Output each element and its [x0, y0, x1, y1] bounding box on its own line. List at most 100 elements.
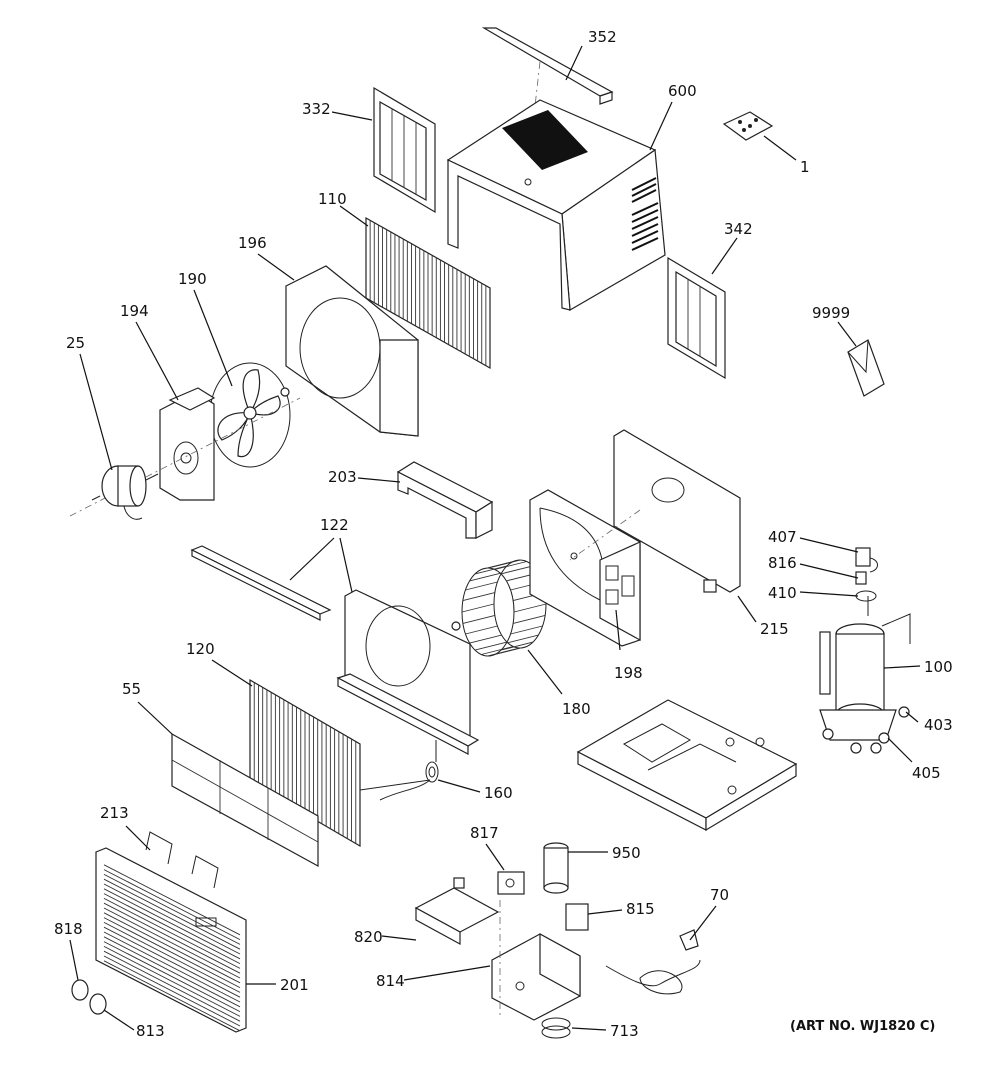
- blower-vane: [465, 581, 498, 591]
- part-817-switch: [497, 871, 525, 895]
- blower-vane: [506, 634, 539, 644]
- part-820-bracket: [414, 877, 500, 946]
- grille-louvre: [103, 883, 241, 955]
- part-203-deflector: [396, 461, 494, 539]
- callout-342: 342: [724, 220, 753, 238]
- callout-817: 817: [470, 824, 499, 842]
- callout-110: 110: [318, 190, 347, 208]
- callout-215: 215: [760, 620, 789, 638]
- part-342-side-panel: [667, 256, 726, 380]
- callout-25: 25: [66, 334, 85, 352]
- grille-louvre: [103, 912, 241, 984]
- part-160-capillary-tube: [379, 740, 439, 801]
- callout-407: 407: [768, 528, 797, 546]
- grille-louvre: [103, 926, 241, 998]
- part-815-relay: [565, 903, 589, 931]
- part-600-cabinet: [446, 99, 666, 311]
- callout-122: 122: [320, 516, 349, 534]
- callout-818: 818: [54, 920, 83, 938]
- callout-9999: 9999: [812, 304, 850, 322]
- callout-55: 55: [122, 680, 141, 698]
- part-410-gasket: [855, 590, 877, 602]
- callout-100: 100: [924, 658, 953, 676]
- blower-vane: [465, 625, 498, 635]
- part-201-front-grille: [95, 847, 247, 1033]
- grille-louvre: [103, 917, 241, 989]
- callout-201: 201: [280, 976, 309, 994]
- callout-196: 196: [238, 234, 267, 252]
- blower-vane: [474, 565, 508, 575]
- callout-180: 180: [562, 700, 591, 718]
- callout-332: 332: [302, 100, 331, 118]
- part-120-evaporator-coil: [249, 678, 431, 848]
- part-100-compressor: [819, 596, 911, 754]
- callout-203: 203: [328, 468, 357, 486]
- blower-vane: [487, 647, 521, 657]
- grille-louvre: [103, 888, 241, 960]
- blower-vane: [513, 603, 547, 613]
- grille-louvre: [103, 878, 241, 950]
- grille-louvre: [103, 950, 241, 1022]
- callout-950: 950: [612, 844, 641, 862]
- part-1-control-board: [722, 111, 774, 141]
- blower-vane: [500, 641, 534, 651]
- callout-198: 198: [614, 664, 643, 682]
- part-405-grommet: [870, 742, 882, 754]
- art-number: (ART NO. WJ1820 C): [790, 1019, 935, 1034]
- part-9999-literature: [847, 339, 885, 397]
- part-950-capacitor: [543, 842, 569, 894]
- callout-405: 405: [912, 764, 941, 782]
- blower-vane: [469, 572, 502, 582]
- part-198-blower-scroll: [529, 489, 641, 647]
- blower-vane: [510, 625, 543, 635]
- part-332-side-panel: [373, 86, 436, 214]
- callout-352: 352: [588, 28, 617, 46]
- callout-815: 815: [626, 900, 655, 918]
- callout-120: 120: [186, 640, 215, 658]
- callout-600: 600: [668, 82, 697, 100]
- part-25-fan-motor: [69, 397, 301, 520]
- part-122-base-rail: [190, 545, 332, 621]
- grille-louvre: [103, 945, 241, 1017]
- callout-70: 70: [710, 886, 729, 904]
- callout-labels: 352 600 332 1 110 196 342 190 194 9999 2…: [54, 28, 953, 1040]
- grille-louvre: [103, 873, 241, 945]
- part-190-fan-blade: [209, 362, 291, 468]
- part-213-clips: [145, 831, 219, 889]
- grille-louvre: [103, 931, 241, 1003]
- blower-vane: [487, 559, 521, 569]
- blower-vane: [469, 634, 502, 644]
- callout-713: 713: [610, 1022, 639, 1040]
- blower-vane: [500, 565, 534, 575]
- base-pan: [576, 699, 798, 832]
- grille-louvre: [103, 902, 241, 974]
- part-818-knob: [71, 979, 89, 1001]
- part-813-knob: [89, 993, 107, 1015]
- callout-403: 403: [924, 716, 953, 734]
- grille-louvre: [103, 955, 241, 1027]
- blower-vane: [474, 641, 508, 651]
- part-403-nut: [898, 706, 910, 718]
- part-110-condenser-coil: [365, 216, 491, 370]
- grille-louvre: [103, 897, 241, 969]
- blower-vane: [461, 603, 495, 613]
- part-814-control-box: [491, 900, 581, 1021]
- grille-louvre: [103, 864, 241, 936]
- leader-lines: [69, 45, 921, 1031]
- blower-vane: [513, 614, 546, 624]
- part-407-terminal-cover: [855, 547, 878, 573]
- part-215-partition: [569, 429, 741, 593]
- callout-160: 160: [484, 784, 513, 802]
- part-122-bulkhead: [336, 589, 480, 755]
- callout-190: 190: [178, 270, 207, 288]
- callout-820: 820: [354, 928, 383, 946]
- grille-louvre: [103, 869, 241, 941]
- grille-louvre: [103, 907, 241, 979]
- part-194-motor-mount: [159, 387, 216, 501]
- grille-louvre: [103, 893, 241, 965]
- blower-vane: [481, 646, 514, 655]
- callout-813: 813: [136, 1022, 165, 1040]
- part-713-clamp: [541, 1017, 571, 1039]
